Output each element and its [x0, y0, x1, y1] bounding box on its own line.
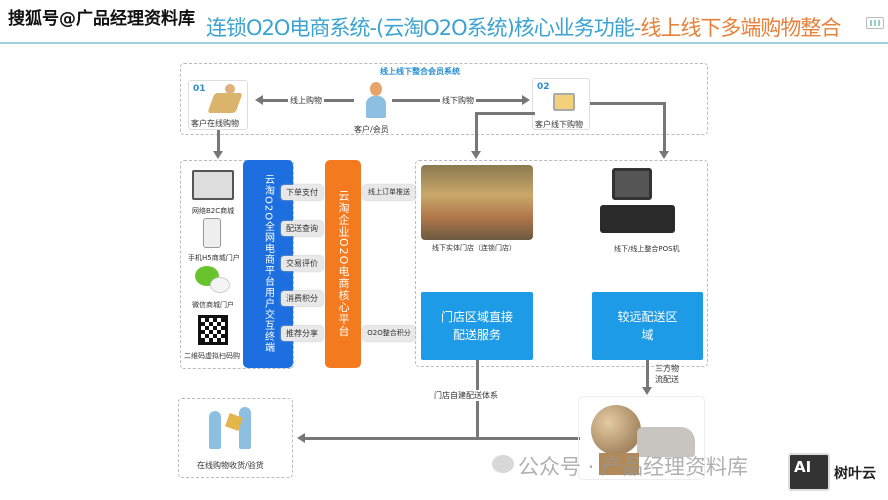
brand-name: 树叶云: [834, 466, 876, 482]
connector-line: [217, 130, 220, 152]
arrow-left-icon: [255, 95, 263, 105]
stores-box: [415, 160, 708, 367]
logistics-image: [578, 396, 705, 480]
member-system-title: 线上线下整合会员系统: [380, 67, 460, 76]
top-watermark: 搜狐号@广品经理资料库: [8, 9, 195, 29]
interaction-label: 配送查询: [281, 221, 323, 236]
wechat-watermark-icon: [492, 455, 514, 473]
person-icon: [209, 411, 221, 449]
connector-line: [590, 102, 666, 105]
offline-label: 客户线下购物: [535, 120, 583, 129]
computer-user-icon: [207, 93, 243, 113]
store-photo: [421, 165, 533, 240]
person-icon: [239, 407, 251, 449]
globe-icon: [591, 405, 641, 455]
receive-box: 在线购物收货/验货: [178, 398, 293, 478]
arrow-down-icon: [659, 151, 669, 159]
member-system-box: [180, 63, 708, 135]
user-head-icon: [225, 84, 235, 94]
pos-caption: 线下/线上整合POS机: [614, 245, 680, 253]
arrow-left-icon: [297, 433, 305, 443]
core-platform-bar: 云淘企业O2O电商核心平台: [325, 160, 361, 368]
points-label: O2O整合积分: [363, 326, 415, 341]
third-party-label: 三方物流配送: [655, 364, 679, 384]
customer-label: 客户/会员: [354, 125, 389, 134]
title-divider: [0, 42, 888, 44]
connector-line: [475, 112, 478, 152]
offline-shopping-card: 02 客户线下购物: [532, 78, 590, 130]
monitor-icon: [192, 170, 234, 200]
connector-line: [646, 360, 649, 388]
offline-num: 02: [537, 82, 550, 92]
qr-code-icon: [198, 315, 228, 345]
battery-icon: [866, 17, 884, 29]
terminal-item: 微信商城门户: [192, 301, 234, 309]
wechat-icon-bubble: [210, 277, 230, 293]
store-caption: 线下实体门店（连锁门店）: [432, 244, 516, 252]
order-push-label: 线上订单推送: [363, 185, 415, 200]
van-icon: [637, 427, 695, 457]
footer-watermark: 公众号 · 产品经理资料库: [518, 455, 749, 479]
interaction-label: 推荐分享: [281, 326, 323, 341]
offline-arrow-label: 线下购物: [440, 95, 476, 106]
arrow-down-icon: [471, 151, 481, 159]
connector-line: [475, 112, 535, 115]
boxes-icon: [599, 453, 639, 475]
customer-icon: [366, 82, 386, 118]
arrow-right-icon: [522, 95, 530, 105]
arrow-down-icon: [213, 151, 223, 159]
brand-logo: AI: [788, 453, 830, 491]
shopping-cart-icon: [553, 93, 575, 111]
online-num: 01: [193, 84, 206, 94]
pos-machine-icon: [612, 168, 652, 200]
title-blue: 连锁O2O电商系统-(云淘O2O系统)核心业务功能-: [206, 16, 641, 40]
interaction-label: 交易评价: [281, 256, 323, 271]
connector-line: [663, 102, 666, 152]
arrow-down-icon: [642, 387, 652, 395]
online-shopping-card: 01 客户在线购物: [188, 80, 248, 130]
online-arrow-label: 线上购物: [288, 95, 324, 106]
title-orange: 线上线下多端购物整合: [640, 16, 841, 40]
logo-text: AI: [794, 458, 812, 476]
interaction-label: 下单支付: [281, 185, 323, 200]
phone-icon: [203, 218, 221, 248]
direct-delivery-box: 门店区域直接配送服务: [421, 292, 533, 360]
page-title: 连锁O2O电商系统-(云淘O2O系统)核心业务功能-线上线下多端购物整合: [206, 12, 841, 42]
self-delivery-label: 门店自建配送体系: [434, 390, 498, 401]
interaction-label: 消费积分: [281, 291, 323, 306]
cash-drawer-icon: [600, 205, 675, 233]
online-label: 客户在线购物: [191, 119, 239, 128]
receive-label: 在线购物收货/验货: [197, 461, 264, 470]
delivery-arrow-line: [305, 437, 580, 440]
terminal-item: 网络B2C商城: [192, 207, 235, 215]
terminal-item: 二维码虚拟扫码购: [184, 352, 240, 360]
far-delivery-box: 较远配送区域: [592, 292, 703, 360]
terminal-item: 手机H5商城门户: [188, 254, 240, 262]
